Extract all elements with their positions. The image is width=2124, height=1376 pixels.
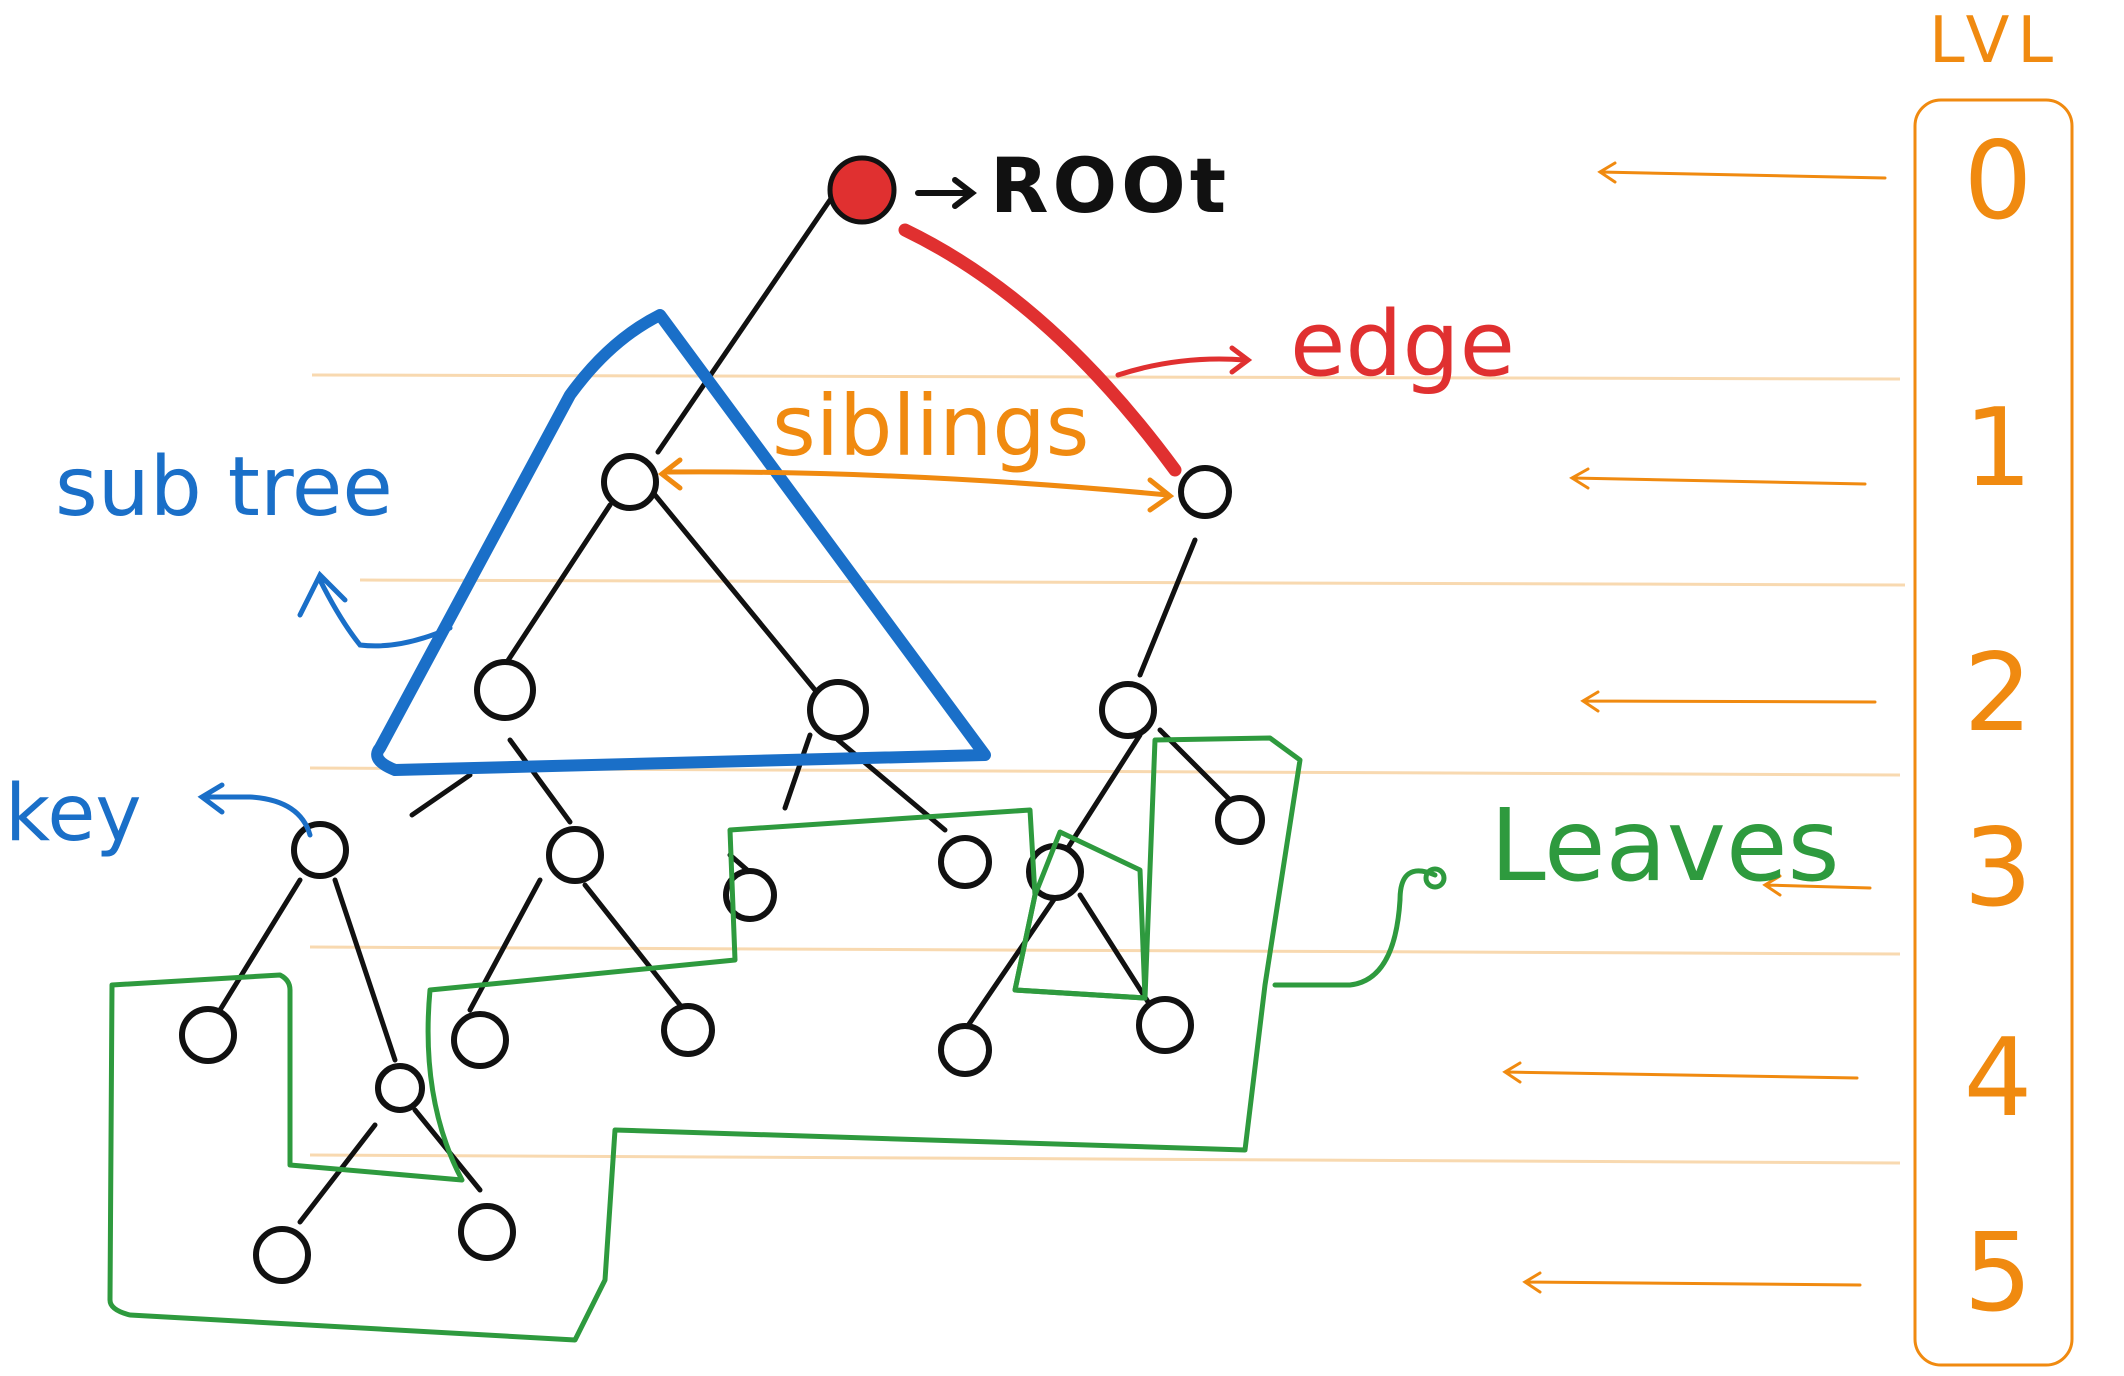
tree-node — [807, 679, 869, 741]
tree-node — [474, 659, 536, 721]
tree-edge — [1077, 892, 1153, 1008]
tree-node — [253, 1226, 311, 1284]
leaves-outline — [1012, 829, 1148, 1001]
tree-node — [546, 826, 604, 884]
tree-edge — [409, 772, 473, 818]
tree-edge — [507, 737, 573, 825]
level-arrow — [1762, 874, 1872, 897]
subtree-outline — [371, 309, 991, 776]
tree-node — [1215, 795, 1265, 845]
edge-arrow — [1115, 345, 1253, 378]
tree-node — [661, 1003, 715, 1057]
tree-edge — [502, 502, 613, 668]
subtree-label: sub tree — [55, 440, 393, 535]
level-5: 5 — [1964, 1211, 2033, 1336]
tree-edge — [782, 732, 813, 811]
tree-edge — [655, 197, 833, 455]
tree-node — [938, 1023, 992, 1077]
tree-node — [938, 835, 992, 889]
tree-edge — [962, 895, 1058, 1033]
key-arrow — [197, 782, 313, 838]
leaves-outlines — [107, 735, 1303, 1343]
level-arrow — [1597, 161, 1887, 184]
subtree-arrow — [297, 570, 453, 649]
highlighted-edge — [898, 223, 1182, 477]
leaves-arrow-dot — [1423, 866, 1447, 890]
level-arrow — [1569, 467, 1867, 490]
leaves-arrow — [1272, 868, 1438, 988]
root-node — [827, 155, 897, 225]
siblings-label: siblings — [772, 377, 1089, 475]
tree-node — [451, 1011, 509, 1069]
tree-node — [458, 1203, 516, 1261]
tree-node — [179, 1006, 237, 1064]
leaves-label: Leaves — [1490, 787, 1840, 904]
level-box — [1913, 98, 2074, 1367]
guide-line — [359, 578, 1906, 587]
tree-node — [1178, 465, 1232, 519]
tree-node — [601, 453, 659, 511]
tree-edge — [582, 882, 683, 1008]
level-title: LVL — [1929, 4, 2061, 78]
tree-edge — [652, 492, 818, 693]
root-label: ROOt — [990, 141, 1230, 230]
level-arrow — [1502, 1061, 1859, 1084]
tree-edge — [467, 877, 543, 1013]
edge-label: edge — [1290, 292, 1515, 397]
level-arrow — [1580, 690, 1877, 713]
level-arrow — [1522, 1271, 1862, 1294]
level-numbers: 0 1 2 3 4 5 — [1964, 119, 2033, 1336]
tree-node — [1099, 681, 1157, 739]
tree-node — [723, 868, 777, 922]
tree-nodes — [179, 453, 1265, 1284]
root-arrow — [915, 177, 977, 209]
guide-line — [309, 1153, 1901, 1165]
tree-node — [291, 821, 349, 879]
leaves-outline — [107, 735, 1303, 1343]
tree-node — [1136, 996, 1194, 1054]
level-4: 4 — [1964, 1016, 2033, 1141]
level-1: 1 — [1964, 386, 2033, 511]
level-arrows — [1502, 161, 1887, 1294]
guide-line — [309, 945, 1901, 956]
tree-edge — [332, 877, 398, 1063]
tree-edge — [1137, 537, 1198, 678]
tree-edge — [1052, 732, 1143, 871]
tree-edge — [297, 1122, 378, 1225]
siblings-arrow — [657, 457, 1175, 513]
tree-node — [375, 1063, 425, 1113]
tree-edge — [1157, 727, 1238, 808]
level-0: 0 — [1964, 119, 2033, 244]
key-label: key — [5, 769, 142, 859]
tree-edge — [217, 877, 303, 1013]
level-3: 3 — [1964, 806, 2033, 931]
level-2: 2 — [1964, 631, 2033, 756]
